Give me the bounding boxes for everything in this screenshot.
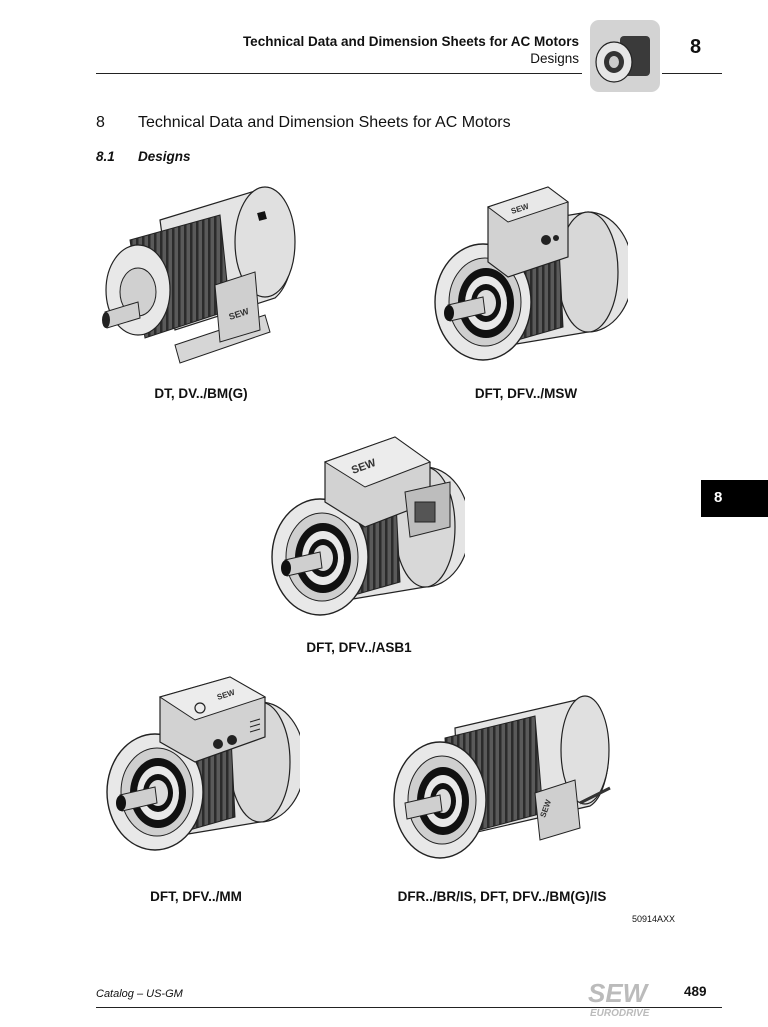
chapter-tab-label: 8 xyxy=(714,489,723,506)
chapter-number: 8 xyxy=(690,36,702,58)
catalog-label: Catalog – US-GM xyxy=(96,988,183,1000)
section-number: 8 xyxy=(96,114,105,131)
svg-text:SEW: SEW xyxy=(588,978,650,1008)
flange-motor-with-is-plug-connector-icon: SEW xyxy=(393,695,611,859)
figure-caption: DFT, DFV../MM xyxy=(150,889,242,904)
flange-motor-with-asb1-connector-icon: SEW xyxy=(271,436,465,616)
subsection-number: 8.1 xyxy=(96,149,115,164)
running-header-title: Technical Data and Dimension Sheets for … xyxy=(242,34,579,49)
section-title: Technical Data and Dimension Sheets for … xyxy=(138,114,511,131)
footer-rule xyxy=(96,1007,722,1008)
motor-thumbnail-icon xyxy=(590,20,660,92)
running-header-subtitle: Designs xyxy=(530,51,579,66)
foot-mounted-motor-with-brake-rectifier-icon: SEW xyxy=(102,186,296,364)
flange-motor-with-movi-switch-icon: SEW xyxy=(434,186,628,361)
sew-eurodrive-logo: SEW EURODRIVE xyxy=(586,976,660,1022)
svg-text:EURODRIVE: EURODRIVE xyxy=(590,1008,650,1019)
figure-code: 50914AXX xyxy=(632,914,676,924)
header-rule-right xyxy=(662,73,722,74)
flange-motor-with-movimot-icon: SEW xyxy=(106,676,300,851)
figure-caption: DFR../BR/IS, DFT, DFV../BM(G)/IS xyxy=(397,889,607,904)
figure-caption: DT, DV../BM(G) xyxy=(154,386,248,401)
chapter-tab[interactable]: 8 xyxy=(701,480,768,517)
subsection-title: Designs xyxy=(138,149,191,164)
page-number: 489 xyxy=(684,984,707,999)
figure-caption: DFT, DFV../ASB1 xyxy=(306,640,412,655)
header-rule xyxy=(96,73,582,74)
figure-caption: DFT, DFV../MSW xyxy=(474,386,578,401)
